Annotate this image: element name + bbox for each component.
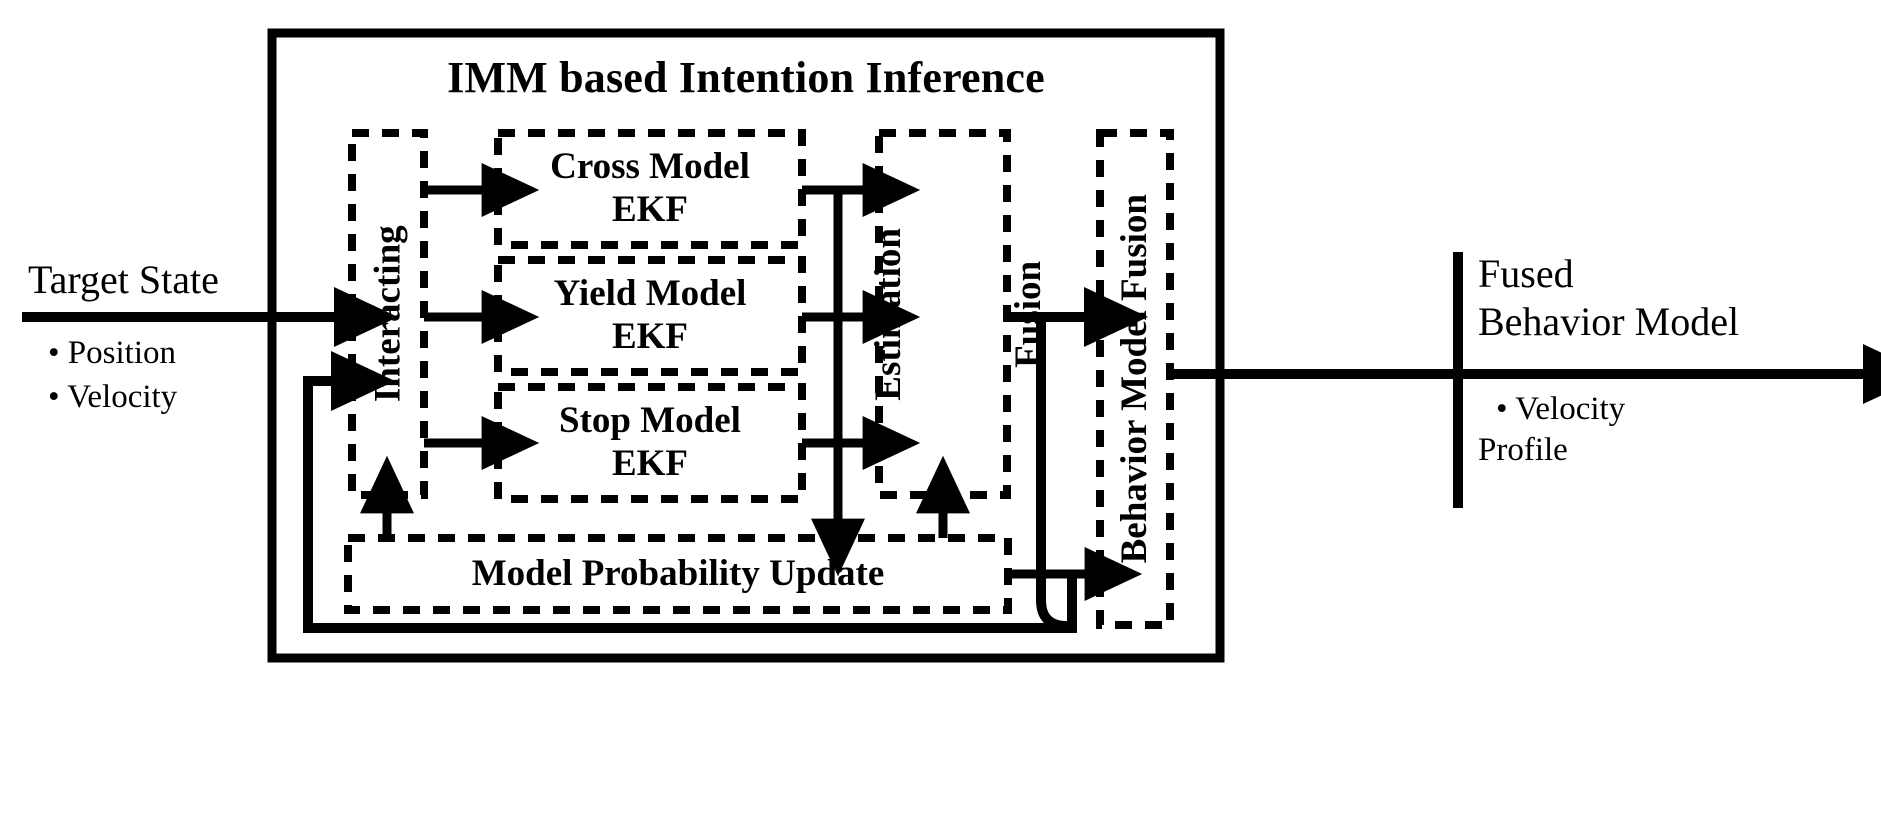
- interacting-label: Interacting: [367, 225, 409, 403]
- output-bullet-velocity: • Velocity: [1496, 391, 1626, 427]
- diagram-title: IMM based Intention Inference: [447, 53, 1045, 102]
- yield-model-block[interactable]: Yield Model EKF: [498, 260, 802, 372]
- outer-container-box: [267, 28, 1225, 663]
- cross-model-block[interactable]: Cross Model EKF: [498, 133, 802, 245]
- stop-model-block[interactable]: Stop Model EKF: [498, 387, 802, 499]
- output-bullet-profile: Profile: [1478, 432, 1568, 468]
- interacting-block[interactable]: Interacting: [352, 133, 424, 495]
- yield-model-label-line1: Yield Model: [553, 273, 747, 315]
- arrow-feedback-loop-to-interacting: [303, 351, 1077, 633]
- stop-model-label-line1: Stop Model: [559, 400, 741, 442]
- input-label-target-state: Target State: [28, 257, 219, 302]
- estimation-fusion-block[interactable]: Estimation Fusion: [868, 133, 1049, 495]
- output-label-line1: Fused: [1478, 251, 1574, 296]
- behavior-model-fusion-block[interactable]: Behavior Model Fusion: [1100, 133, 1170, 625]
- stop-model-label-line2: EKF: [611, 443, 689, 484]
- behavior-model-fusion-label: Behavior Model Fusion: [1114, 194, 1156, 564]
- cross-model-label-line2: EKF: [611, 189, 689, 230]
- model-probability-update-label: Model Probability Update: [471, 552, 885, 594]
- yield-model-label-line2: EKF: [611, 316, 689, 357]
- estimation-fusion-label-line2: Fusion: [1008, 260, 1049, 368]
- cross-model-label-line1: Cross Model: [550, 146, 750, 188]
- estimation-fusion-label-line1: Estimation: [868, 227, 910, 401]
- line-estimation-fusion-curve: [1036, 599, 1068, 631]
- model-probability-update-block[interactable]: Model Probability Update: [348, 538, 1008, 610]
- input-bullet-position: • Position: [48, 335, 177, 371]
- output-label-line2: Behavior Model: [1478, 299, 1740, 344]
- input-bullet-velocity: • Velocity: [48, 379, 178, 415]
